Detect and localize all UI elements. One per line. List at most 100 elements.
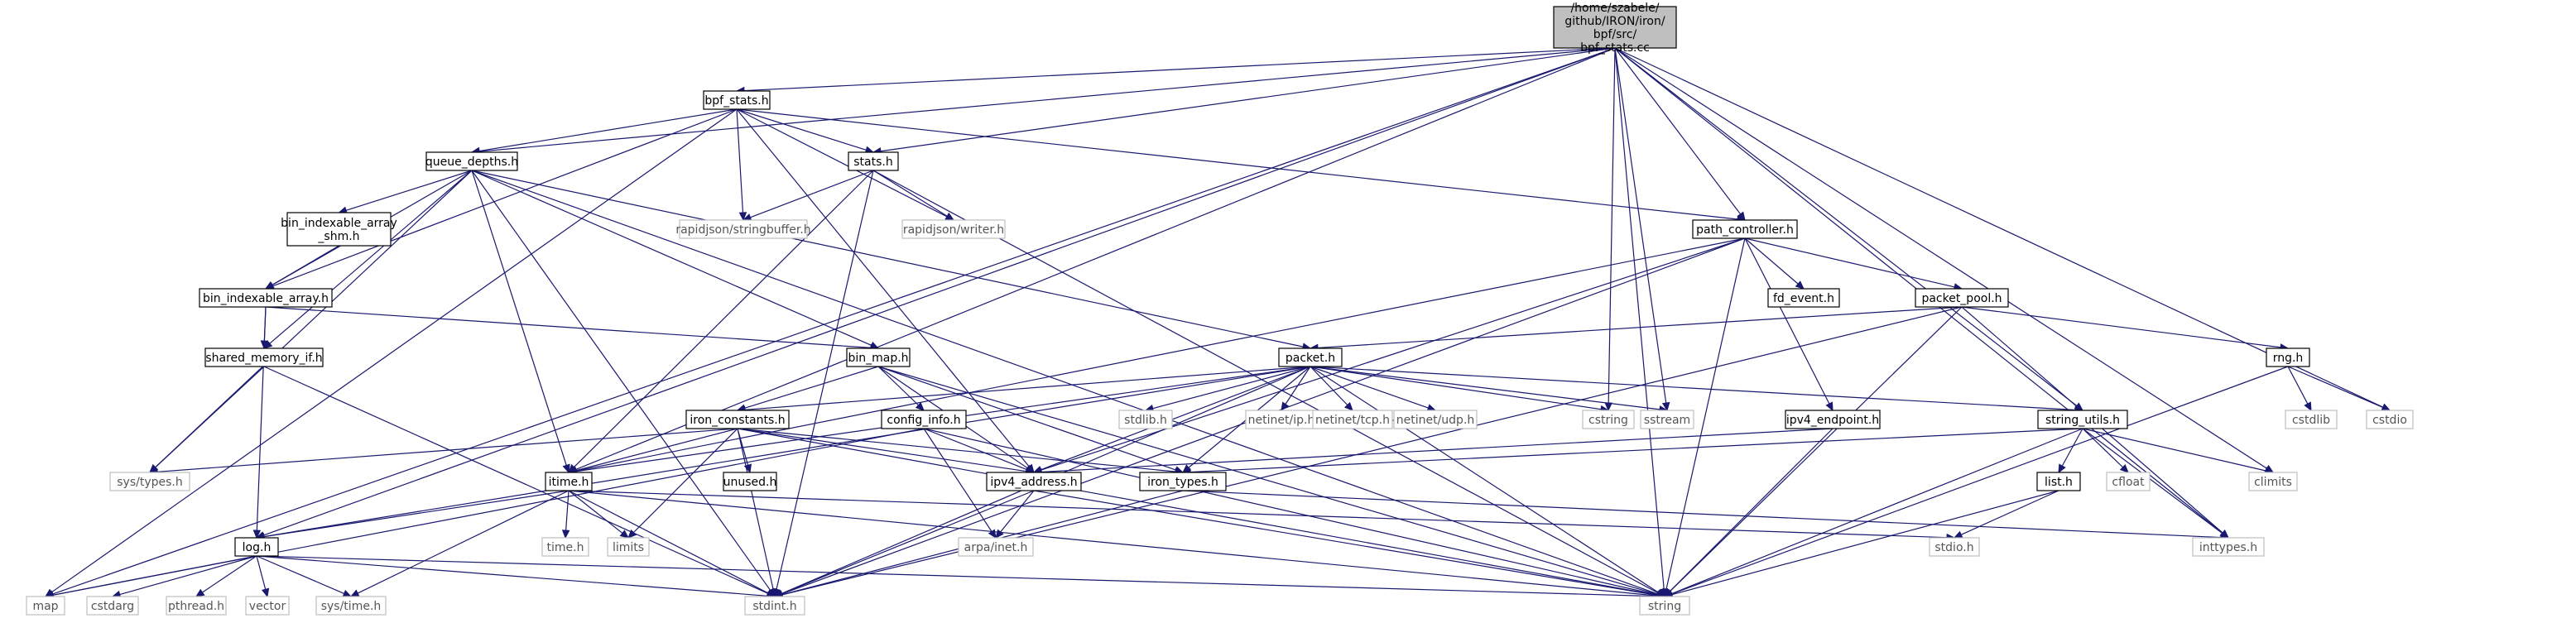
node-cstring: cstring xyxy=(1582,410,1635,429)
node-box xyxy=(1139,472,1227,491)
edge-bpf-stats-h-to-ipv4-address-h xyxy=(736,108,1030,467)
node-label: stdint.h xyxy=(752,600,796,613)
arrowhead-iron-constants-h-to-limits xyxy=(627,529,637,539)
edge-bin-indexable-array-h-to-log-h xyxy=(256,306,267,531)
node-box xyxy=(1278,347,1343,367)
node-label: stdio.h xyxy=(1934,541,1973,554)
node-stats-h[interactable]: stats.h xyxy=(848,151,899,171)
edge-string-utils-h-to-cfloat xyxy=(2082,428,2123,468)
node-box xyxy=(1118,410,1173,429)
node-netinet-udp-h: netinet/udp.h xyxy=(1393,410,1478,429)
node-packet-pool-h[interactable]: packet_pool.h xyxy=(1915,288,2009,308)
edge-stats-h-to-rapidjson-writer-h xyxy=(872,170,948,217)
node-sys-types-h: sys/types.h xyxy=(109,472,190,491)
node-box xyxy=(1692,219,1798,239)
edge-packet-h-to-netinet-tcp-h xyxy=(1310,366,1348,405)
edge-log-h-to-map xyxy=(52,555,257,596)
node-box xyxy=(744,596,805,616)
node-rapidjson-writer-h: rapidjson/writer.h xyxy=(901,219,1006,239)
edge-ipv4-address-h-to-arpa-inet-h xyxy=(1000,490,1035,533)
node-rng-h[interactable]: rng.h xyxy=(2266,347,2310,367)
node-label: bpf_stats.h xyxy=(704,94,768,108)
node-bin-map-h[interactable]: bin_map.h xyxy=(846,347,911,367)
edge-root-to-path-controller-h xyxy=(1614,47,1742,215)
node-root[interactable]: /home/szabele/github/IRON/iron/bpf/src/b… xyxy=(1553,2,1677,55)
node-config-info-h[interactable]: config_info.h xyxy=(881,410,967,429)
node-label: inttypes.h xyxy=(2199,541,2257,554)
arrowhead-itime-h-to-sys-time-h xyxy=(349,589,360,597)
node-iron-constants-h[interactable]: iron_constants.h xyxy=(685,410,790,429)
node-inttypes-h: inttypes.h xyxy=(2192,537,2265,557)
edge-packet-h-to-cstring xyxy=(1310,366,1602,410)
node-box xyxy=(26,596,65,616)
edge-queue-depths-h-to-packet-h xyxy=(471,170,1304,347)
node-label: iron_constants.h xyxy=(690,414,785,427)
edge-ipv4-address-h-to-stdint-h xyxy=(781,490,1035,595)
edge-path-controller-h-to-packet-pool-h xyxy=(1744,237,1955,288)
node-packet-h[interactable]: packet.h xyxy=(1278,347,1343,367)
edge-rng-h-to-string xyxy=(1671,366,2289,595)
node-ipv4-address-h[interactable]: ipv4_address.h xyxy=(986,472,1082,491)
node-log-h[interactable]: log.h xyxy=(234,537,279,557)
edge-queue-depths-h-to-stdint-h xyxy=(471,170,771,592)
node-path-controller-h[interactable]: path_controller.h xyxy=(1692,219,1798,239)
node-label: itime.h xyxy=(549,476,589,489)
edge-bin-map-h-to-iron-types-h xyxy=(877,366,1176,471)
edge-itime-h-to-sys-time-h xyxy=(357,490,570,594)
edge-bpf-stats-h-to-stats-h xyxy=(736,108,867,151)
node-label: cstring xyxy=(1588,414,1628,427)
edge-log-h-to-cstdarg xyxy=(119,555,257,596)
node-map: map xyxy=(26,596,65,616)
node-itime-h[interactable]: itime.h xyxy=(545,472,593,491)
node-box xyxy=(1929,537,1980,557)
node-box xyxy=(2037,410,2128,429)
node-label: netinet/udp.h xyxy=(1396,414,1475,427)
node-bin-indexable-array-shm-h[interactable]: bin_indexable_array_shm.h xyxy=(281,212,397,247)
node-box xyxy=(1915,288,2009,308)
edge-queue-depths-h-to-bin-indexable-array-shm-h xyxy=(345,170,473,211)
node-label: string xyxy=(1648,600,1681,613)
node-stdio-h: stdio.h xyxy=(1929,537,1980,557)
edge-bpf-stats-h-to-bin-indexable-array-h xyxy=(272,108,738,287)
node-bpf-stats-h[interactable]: bpf_stats.h xyxy=(703,90,771,110)
arrowhead-path-controller-h-to-ipv4-endpoint-h xyxy=(1825,401,1833,412)
edge-packet-h-to-string-utils-h xyxy=(1310,366,2076,411)
node-string-utils-h[interactable]: string_utils.h xyxy=(2037,410,2128,429)
edge-string-utils-h-to-string xyxy=(1671,428,2083,595)
node-box xyxy=(703,90,771,110)
node-box xyxy=(1393,410,1478,429)
node-fd-event-h[interactable]: fd_event.h xyxy=(1767,288,1840,308)
node-box xyxy=(1639,596,1690,616)
node-ipv4-endpoint-h[interactable]: ipv4_endpoint.h xyxy=(1785,410,1881,429)
edge-packet-pool-h-to-packet-h xyxy=(1317,306,1963,349)
node-shared-memory-if-h[interactable]: shared_memory_if.h xyxy=(204,347,324,367)
edge-itime-h-to-log-h xyxy=(263,490,570,538)
node-label: string_utils.h xyxy=(2045,414,2120,427)
node-label: cstdarg xyxy=(91,600,134,613)
node-queue-depths-h[interactable]: queue_depths.h xyxy=(425,151,518,171)
arrowhead-bin-indexable-array-shm-h-to-bin-indexable-array-h xyxy=(264,281,275,290)
arrowhead-stats-h-to-rapidjson-writer-h xyxy=(944,212,955,221)
node-label: cstdlib xyxy=(2292,414,2330,427)
node-box xyxy=(545,472,593,491)
node-cfloat: cfloat xyxy=(2106,472,2151,491)
node-label: shared_memory_if.h xyxy=(205,352,322,365)
arrowhead-queue-depths-h-to-itime-h xyxy=(562,463,570,474)
node-climits: climits xyxy=(2248,472,2298,491)
node-iron-types-h[interactable]: iron_types.h xyxy=(1139,472,1227,491)
edge-root-to-string-utils-h xyxy=(1614,47,2078,406)
node-list-h[interactable]: list.h xyxy=(2036,472,2081,491)
node-bin-indexable-array-h[interactable]: bin_indexable_array.h xyxy=(199,288,333,308)
edge-root-to-string xyxy=(1614,47,1665,590)
node-box xyxy=(958,537,1034,557)
edge-stats-h-to-stdint-h xyxy=(776,170,874,590)
node-box xyxy=(245,596,290,616)
node-label: limits xyxy=(613,541,644,554)
edge-log-h-to-string xyxy=(256,555,1658,597)
edge-shared-memory-if-h-to-sys-types-h xyxy=(155,366,265,468)
edge-ipv4-address-h-to-string xyxy=(1033,490,1658,597)
edge-root-to-itime-h xyxy=(575,47,1616,471)
node-label: rapidjson/stringbuffer.h xyxy=(675,223,810,237)
node-unused-h[interactable]: unused.h xyxy=(723,472,777,491)
